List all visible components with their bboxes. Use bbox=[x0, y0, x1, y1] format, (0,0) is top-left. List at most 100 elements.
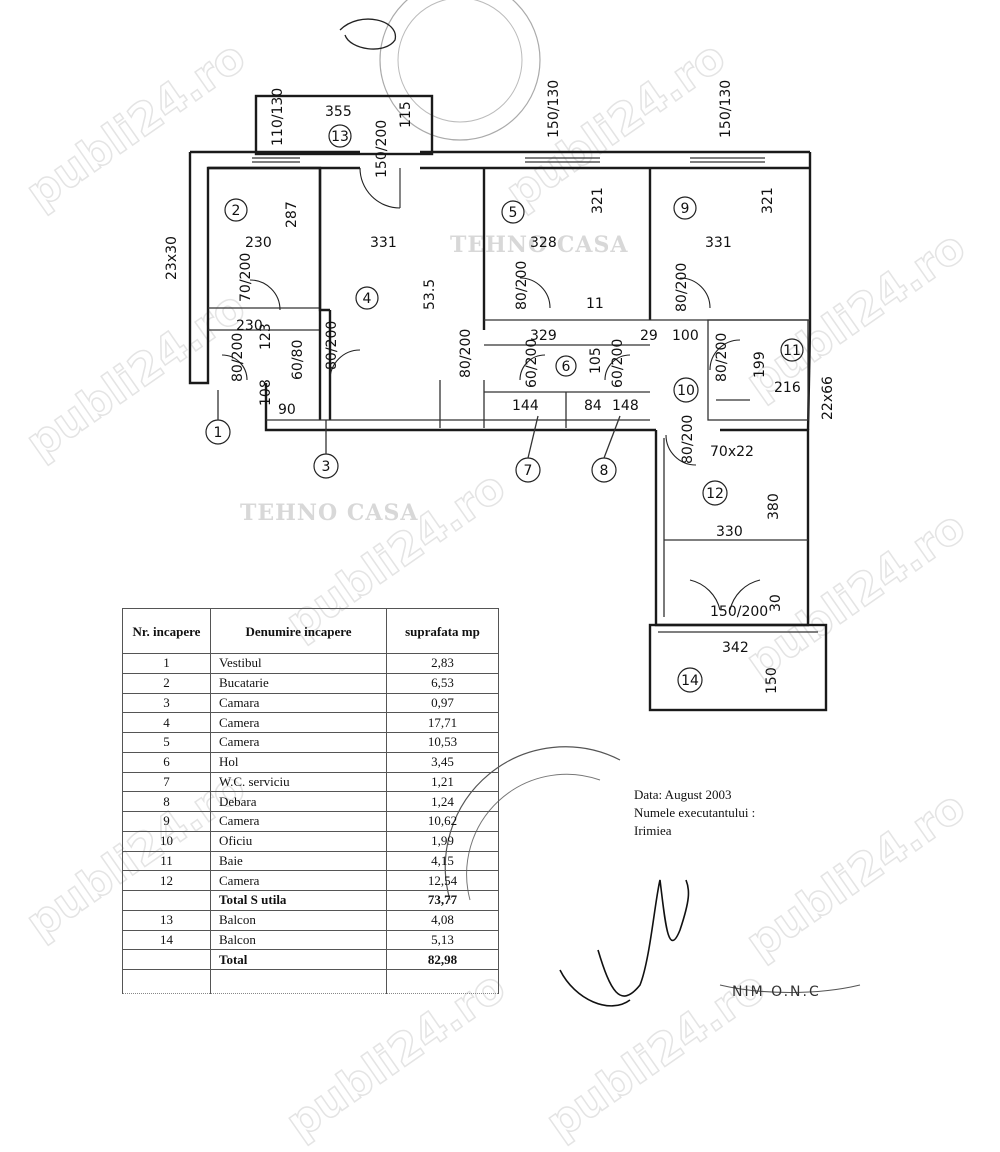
room-name-cell: Hol bbox=[210, 751, 387, 773]
executant-label: Numele executantului : bbox=[634, 805, 756, 820]
handwritten-signature bbox=[559, 879, 690, 1007]
room-nr-cell: 13 bbox=[122, 909, 211, 931]
dimension-label: 355 bbox=[325, 104, 352, 120]
room-area-cell: 5,13 bbox=[386, 929, 499, 951]
dimension-label: 287 bbox=[284, 201, 300, 228]
room-area-cell: 10,53 bbox=[386, 732, 499, 753]
dimension-label: 150/200 bbox=[710, 604, 768, 620]
room-number: 14 bbox=[681, 673, 699, 689]
room-nr-cell: 14 bbox=[122, 929, 211, 951]
room-area-cell: 10,62 bbox=[386, 811, 499, 832]
dimension-label: 330 bbox=[716, 524, 743, 540]
room-nr-cell: 8 bbox=[122, 791, 211, 812]
dimension-label: 144 bbox=[512, 398, 539, 414]
room-area-cell: 3,45 bbox=[386, 751, 499, 773]
room-area-cell: 4,15 bbox=[386, 850, 499, 872]
site-watermark: publi24.ro bbox=[17, 31, 255, 219]
dimension-label: 150/200 bbox=[374, 120, 390, 178]
room-nr-cell: 9 bbox=[122, 811, 211, 832]
dimension-label: 331 bbox=[705, 235, 732, 251]
dimension-label: 29 bbox=[640, 328, 658, 344]
room-number: 1 bbox=[214, 425, 223, 441]
dimension-label: 80/200 bbox=[514, 261, 530, 310]
dimension-label: 60/200 bbox=[610, 339, 626, 388]
room-number: 7 bbox=[524, 463, 533, 479]
tehno-casa-watermark: TEHNO CASA bbox=[450, 232, 628, 258]
dimension-label: 380 bbox=[766, 493, 782, 520]
dimension-label: 331 bbox=[370, 235, 397, 251]
room-area-cell: 17,71 bbox=[386, 712, 499, 733]
room-area-cell: 6,53 bbox=[386, 672, 499, 694]
room-name-cell: Camera bbox=[210, 712, 387, 733]
dimension-label: 230 bbox=[236, 318, 263, 334]
room-area-cell: 1,21 bbox=[386, 771, 499, 793]
room-nr-cell: 10 bbox=[122, 830, 211, 852]
dimension-label: 80/200 bbox=[674, 263, 690, 312]
room-name-cell: Total S utila bbox=[210, 890, 387, 911]
dimension-label: 150/130 bbox=[546, 80, 562, 138]
executant-name: Irimiea bbox=[634, 823, 672, 838]
door-swings bbox=[221, 167, 761, 611]
room-number: 13 bbox=[331, 129, 349, 145]
dimension-labels: 355 110/130 115 150/200 150/130 150/130 … bbox=[164, 80, 836, 694]
room-area-cell: 12,54 bbox=[386, 870, 499, 891]
site-watermark: publi24.ro bbox=[737, 781, 975, 969]
room-number: 10 bbox=[677, 383, 695, 399]
dimension-label: 123 bbox=[258, 323, 274, 350]
dimension-label: 342 bbox=[722, 640, 749, 656]
room-nr-cell: 5 bbox=[122, 732, 211, 753]
room-nr-cell: 12 bbox=[122, 870, 211, 891]
empty-cell bbox=[386, 969, 499, 994]
room-nr-cell bbox=[122, 890, 211, 911]
room-number: 11 bbox=[783, 343, 801, 359]
room-nr-cell: 2 bbox=[122, 672, 211, 694]
dimension-label: 115 bbox=[398, 101, 414, 128]
room-number: 2 bbox=[232, 203, 241, 219]
dimension-label: 80/200 bbox=[458, 329, 474, 378]
dimension-label: 230 bbox=[245, 235, 272, 251]
dimension-label: 216 bbox=[774, 380, 801, 396]
room-area-cell: 0,97 bbox=[386, 692, 499, 714]
room-name-cell: Camara bbox=[210, 692, 387, 714]
room-name-cell: Bucatarie bbox=[210, 672, 387, 694]
room-nr-cell: 4 bbox=[122, 712, 211, 733]
stamp-text: NIM O.N.C bbox=[732, 984, 821, 1000]
header-area: suprafata mp bbox=[386, 608, 499, 654]
dimension-label: 23x30 bbox=[164, 236, 180, 280]
table-empty-row bbox=[122, 969, 499, 994]
room-name-cell: Vestibul bbox=[210, 653, 387, 674]
dimension-label: 80/200 bbox=[230, 333, 246, 382]
document-info: Data: August 2003 Numele executantului :… bbox=[634, 786, 755, 840]
room-nr-cell: 7 bbox=[122, 771, 211, 793]
site-watermark: publi24.ro bbox=[497, 31, 735, 219]
room-number: 12 bbox=[706, 486, 724, 502]
room-name-cell: Baie bbox=[210, 850, 387, 872]
dimension-label: 199 bbox=[752, 351, 768, 378]
dimension-label: 150/130 bbox=[718, 80, 734, 138]
dimension-label: 84 bbox=[584, 398, 602, 414]
room-nr-cell: 11 bbox=[122, 850, 211, 872]
room-number: 5 bbox=[509, 205, 518, 221]
room-number: 3 bbox=[322, 459, 331, 475]
room-name-cell: Camera bbox=[210, 870, 387, 891]
room-name-cell: W.C. serviciu bbox=[210, 771, 387, 793]
empty-cell bbox=[210, 969, 387, 994]
rooms-area-table: Nr. incapere Denumire incapere suprafata… bbox=[122, 608, 499, 994]
dimension-label: 108 bbox=[258, 379, 274, 406]
dimension-label: 30 bbox=[768, 594, 784, 612]
header-nr: Nr. incapere bbox=[122, 608, 211, 654]
room-name-cell: Camera bbox=[210, 732, 387, 753]
room-name-cell: Total bbox=[210, 949, 387, 970]
dimension-label: 80/200 bbox=[714, 333, 730, 382]
dimension-label: 150 bbox=[764, 667, 780, 694]
dimension-label: 105 bbox=[588, 347, 604, 374]
room-area-cell: 82,98 bbox=[386, 949, 499, 970]
